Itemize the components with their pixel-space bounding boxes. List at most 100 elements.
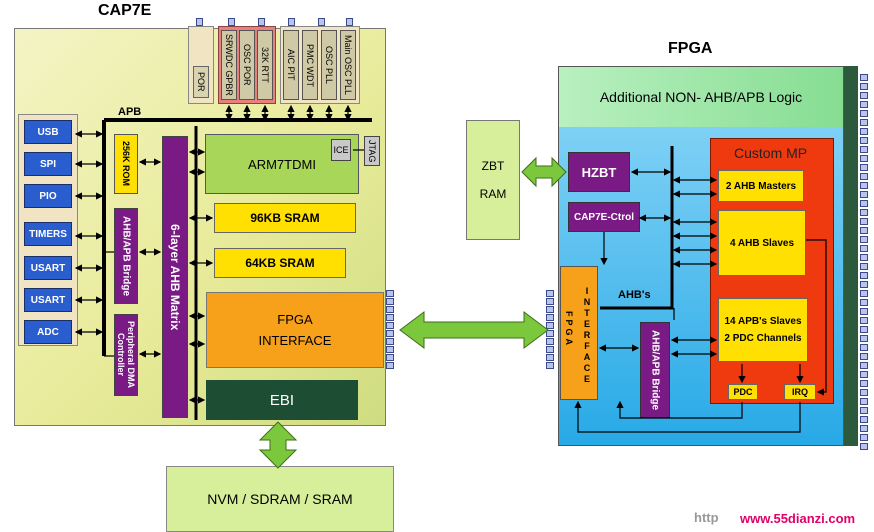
fpga-pin xyxy=(860,317,868,324)
peripheral-usart-block: USART xyxy=(24,256,72,280)
cap7e-pin xyxy=(346,18,353,26)
fpga-pin xyxy=(860,353,868,360)
arm7tdmi-label: ARM7TDMI xyxy=(248,156,316,172)
cap7e-pin xyxy=(386,346,394,353)
ahbs-label: AHB's xyxy=(618,289,651,301)
fpga-pin xyxy=(546,362,554,369)
apb-slaves-line1: 14 APB's Slaves xyxy=(724,316,802,327)
ebi-memory-arrow xyxy=(258,421,298,469)
rom-block: 256K ROM xyxy=(114,134,138,194)
cap7e-title: CAP7E xyxy=(98,2,152,19)
fpga-pin xyxy=(546,298,554,305)
fpga-pin xyxy=(860,218,868,225)
fpga-pin xyxy=(860,443,868,450)
ahb-matrix: 6-layer AHB Matrix xyxy=(162,136,188,418)
fpga-pin xyxy=(860,290,868,297)
fpga-pin xyxy=(860,74,868,81)
ram-label: RAM xyxy=(479,187,507,201)
sram-96kb: 96KB SRAM xyxy=(214,203,356,233)
cap7e-pin xyxy=(258,18,265,26)
fpga-pin xyxy=(860,299,868,306)
fpga-pin xyxy=(546,290,554,297)
peripheral-usart-block: USART xyxy=(24,288,72,312)
cap7e-pin xyxy=(196,18,203,26)
watermark-partial: http xyxy=(694,510,719,525)
apb-slaves-line2: 2 PDC Channels xyxy=(724,333,802,344)
cap7e-pin xyxy=(228,18,235,26)
pmc-wdt-block: PMC WDT xyxy=(302,30,318,100)
fpga-pin xyxy=(546,322,554,329)
fpga-pin xyxy=(860,398,868,405)
fpga-ahb-apb-bridge: AHB/APB Bridge xyxy=(640,322,670,418)
ahb-slaves-block: 4 AHB Slaves xyxy=(718,210,806,276)
fpga-interface-vertical xyxy=(560,266,598,400)
fpga-pin xyxy=(860,344,868,351)
fpga-pin xyxy=(546,346,554,353)
irq-block: IRQ xyxy=(784,384,816,400)
main-osc-pll-block: Main OSC PLL xyxy=(340,30,356,100)
fpga-pin xyxy=(860,416,868,423)
cap7e-pin xyxy=(386,330,394,337)
watermark-site: www.55dianzi.com xyxy=(740,511,856,526)
osc-pll-block: OSC PLL xyxy=(321,30,337,100)
zbt-ram: ZBT RAM xyxy=(466,120,520,240)
sram-64kb: 64KB SRAM xyxy=(214,248,346,278)
fpga-interface-line2: INTERFACE xyxy=(258,333,332,348)
fpga-pin xyxy=(546,314,554,321)
srwdc-gpbr-block: SRWDC GPBR xyxy=(221,30,237,100)
fpga-pin xyxy=(860,389,868,396)
cap7e-pin xyxy=(288,18,295,26)
fpga-pin xyxy=(546,338,554,345)
custom-mp-title: Custom MP xyxy=(734,145,808,161)
fpga-pin xyxy=(860,128,868,135)
fpga-pin xyxy=(546,354,554,361)
fpga-pin xyxy=(860,227,868,234)
fpga-pin xyxy=(860,155,868,162)
fpga-interface-line1: FPGA xyxy=(277,312,313,327)
fpga-pin xyxy=(860,200,868,207)
cap7e-pin xyxy=(386,298,394,305)
fpga-pin xyxy=(860,83,868,90)
fpga-pin xyxy=(860,263,868,270)
cap7e-pin xyxy=(386,362,394,369)
fpga-pin xyxy=(546,306,554,313)
apb-slaves-block: 14 APB's Slaves 2 PDC Channels xyxy=(718,298,808,362)
fpga-pin xyxy=(860,326,868,333)
cap7e-ctrl-block: CAP7E-Ctrol xyxy=(568,202,640,232)
fpga-title: FPGA xyxy=(668,40,713,57)
fpga-pin xyxy=(860,236,868,243)
non-ahb-logic: Additional NON- AHB/APB Logic xyxy=(559,67,843,127)
osc-por-block: OSC POR xyxy=(239,30,255,100)
pdc-block: PDC xyxy=(728,384,758,400)
ice-block: ICE xyxy=(331,139,351,161)
cap7e-pin xyxy=(386,290,394,297)
cap7e-pin xyxy=(386,306,394,313)
fpga-pin xyxy=(860,272,868,279)
cap7e-pin xyxy=(386,314,394,321)
32k-rtt-block: 32K RTT xyxy=(257,30,273,100)
interface-link-arrow xyxy=(399,311,549,349)
fpga-pin xyxy=(860,119,868,126)
external-memory: NVM / SDRAM / SRAM xyxy=(166,466,394,532)
fpga-pin xyxy=(860,92,868,99)
apb-label: APB xyxy=(118,106,142,118)
fpga-pin xyxy=(860,281,868,288)
fpga-pin xyxy=(860,308,868,315)
fpga-pin xyxy=(860,146,868,153)
peripheral-usb-block: USB xyxy=(24,120,72,144)
fpga-pin xyxy=(860,101,868,108)
fpga-pin xyxy=(860,380,868,387)
cap7e-fpga-interface: FPGA INTERFACE xyxy=(206,292,384,368)
jtag-block: JTAG xyxy=(364,136,380,166)
fpga-interface-left-text: FPGA xyxy=(564,311,574,349)
ahb-masters-block: 2 AHB Masters xyxy=(718,170,804,202)
cap7e-pin xyxy=(386,322,394,329)
fpga-pin xyxy=(860,191,868,198)
fpga-interface-right-text: INTERFACE xyxy=(579,276,595,394)
fpga-pin xyxy=(860,182,868,189)
cap7e-ahb-apb-bridge: AHB/APB Bridge xyxy=(114,208,138,304)
fpga-pin xyxy=(860,425,868,432)
zbt-label: ZBT xyxy=(481,159,505,173)
fpga-pin xyxy=(860,407,868,414)
cap7e-pin xyxy=(386,354,394,361)
